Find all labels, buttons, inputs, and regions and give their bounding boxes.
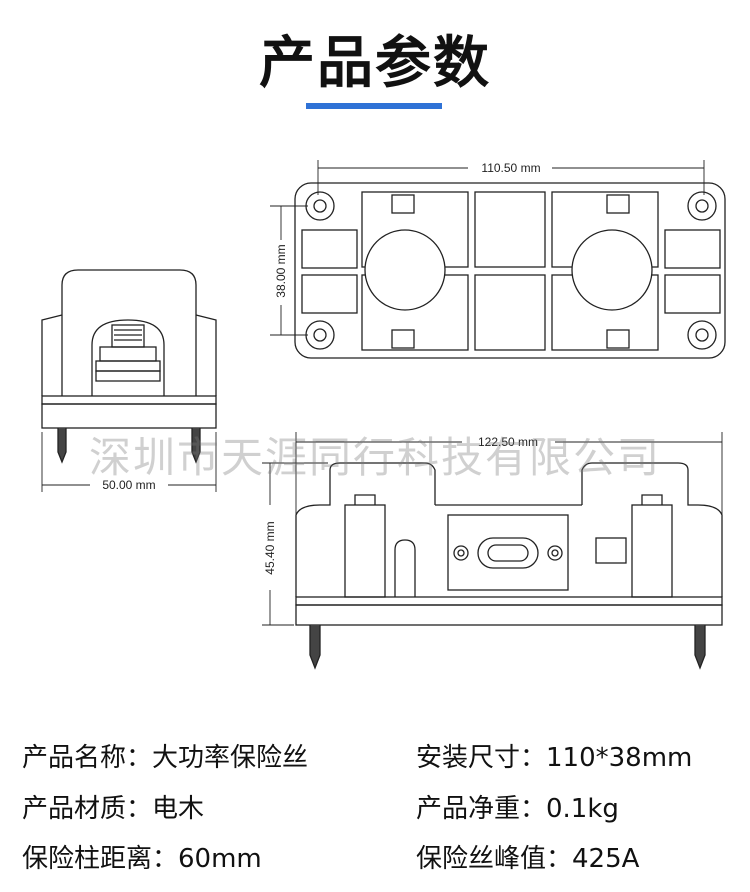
dim-top-height: 38.00 mm <box>274 244 288 297</box>
side-view <box>41 269 217 464</box>
side-view-base <box>41 403 217 429</box>
spec-weight: 产品净重：0.1kg <box>416 794 619 824</box>
spec-peak-current: 保险丝峰值：425A <box>416 844 640 874</box>
spec-material: 产品材质：电木 <box>22 794 205 824</box>
front-view-left-shoulder <box>295 462 436 597</box>
side-view-cap <box>61 269 197 396</box>
terminal-circle-right <box>571 229 653 311</box>
title-underline <box>306 103 442 109</box>
side-view-arch <box>91 319 165 396</box>
top-view <box>294 182 726 359</box>
terminal-circle-left <box>364 229 446 311</box>
dim-top-width: 110.50 mm <box>481 161 540 175</box>
side-view-nut <box>99 346 157 362</box>
side-view-base-top <box>41 395 217 405</box>
page-title: 产品参数 <box>259 31 491 96</box>
spec-install-size: 安装尺寸：110*38mm <box>416 743 693 773</box>
front-view-base <box>295 604 723 626</box>
top-dimension-lines <box>270 160 705 336</box>
dim-side-width: 50.00 mm <box>102 478 155 492</box>
watermark: 深圳市天涯同行科技有限公司 <box>88 433 661 482</box>
front-view <box>295 462 723 670</box>
spec-post-distance: 保险柱距离：60mm <box>22 844 262 874</box>
top-view-outline <box>294 182 726 359</box>
dim-front-width: 122.50 mm <box>478 435 538 449</box>
dim-front-height: 45.40 mm <box>263 521 277 574</box>
side-dimension-lines <box>41 432 217 492</box>
spec-product-name: 产品名称：大功率保险丝 <box>22 743 309 773</box>
front-view-base-top <box>295 596 723 606</box>
front-dimension-lines <box>262 432 723 626</box>
front-view-center-plate <box>447 514 569 591</box>
